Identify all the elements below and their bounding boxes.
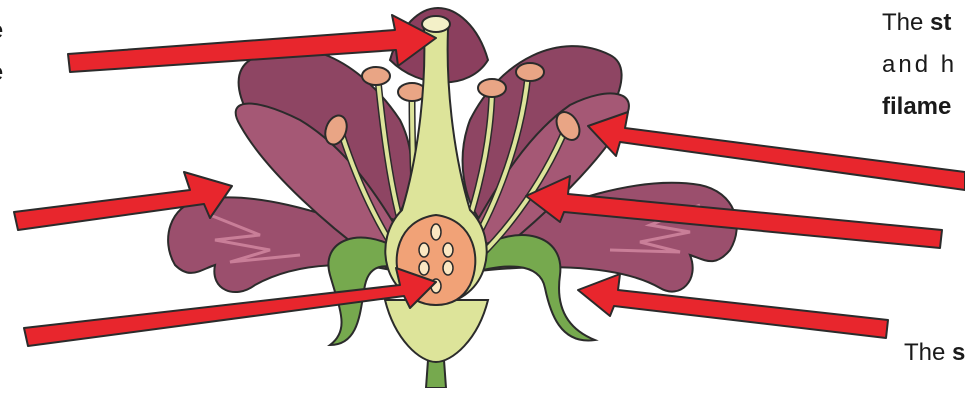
filament-word: filame: [882, 93, 951, 120]
stamen-text-prefix: The: [882, 9, 930, 36]
left-text-line-1: e: [0, 16, 3, 46]
anther-2: [362, 67, 390, 85]
anther-4: [478, 79, 506, 97]
stamen-text-bold: st: [930, 9, 951, 36]
stigma: [422, 16, 450, 32]
receptacle: [385, 300, 488, 362]
stamen-text-line-3: filame: [882, 92, 951, 122]
sepal-text-prefix: The: [904, 339, 952, 366]
stem: [426, 360, 446, 388]
stamen-text-line-2: and h: [882, 50, 957, 80]
sepal-arrow: [578, 274, 888, 338]
sepal-text: The s: [904, 338, 965, 368]
left-text-line-2: e: [0, 58, 3, 88]
stamen-text-line-1: The st: [882, 8, 951, 38]
anther-arrow: [588, 112, 965, 190]
anther-5: [516, 63, 544, 81]
sepal-text-bold: s: [952, 339, 965, 366]
